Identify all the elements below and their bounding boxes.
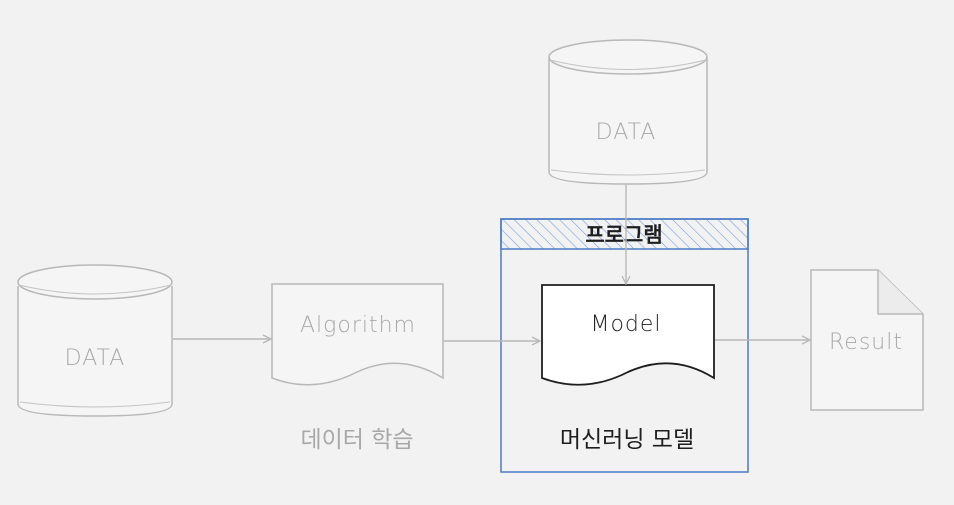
data-top-cylinder: DATA: [548, 39, 708, 185]
data-left-label: DATA: [65, 346, 126, 371]
result-document: Result: [810, 269, 924, 411]
algorithm-document: Algorithm: [271, 283, 444, 386]
model-document: Model: [541, 284, 715, 386]
data-top-label: DATA: [596, 120, 657, 145]
model-caption: 머신러닝 모델: [560, 427, 694, 453]
program-title: 프로그램: [585, 223, 662, 247]
data-left-cylinder: DATA: [17, 264, 173, 417]
program-container: 프로그램: [500, 218, 749, 473]
algorithm-caption: 데이터 학습: [300, 427, 413, 453]
algorithm-label: Algorithm: [300, 313, 416, 338]
model-label: Model: [590, 312, 661, 337]
result-label: Result: [829, 330, 903, 355]
program-header: [500, 218, 749, 250]
